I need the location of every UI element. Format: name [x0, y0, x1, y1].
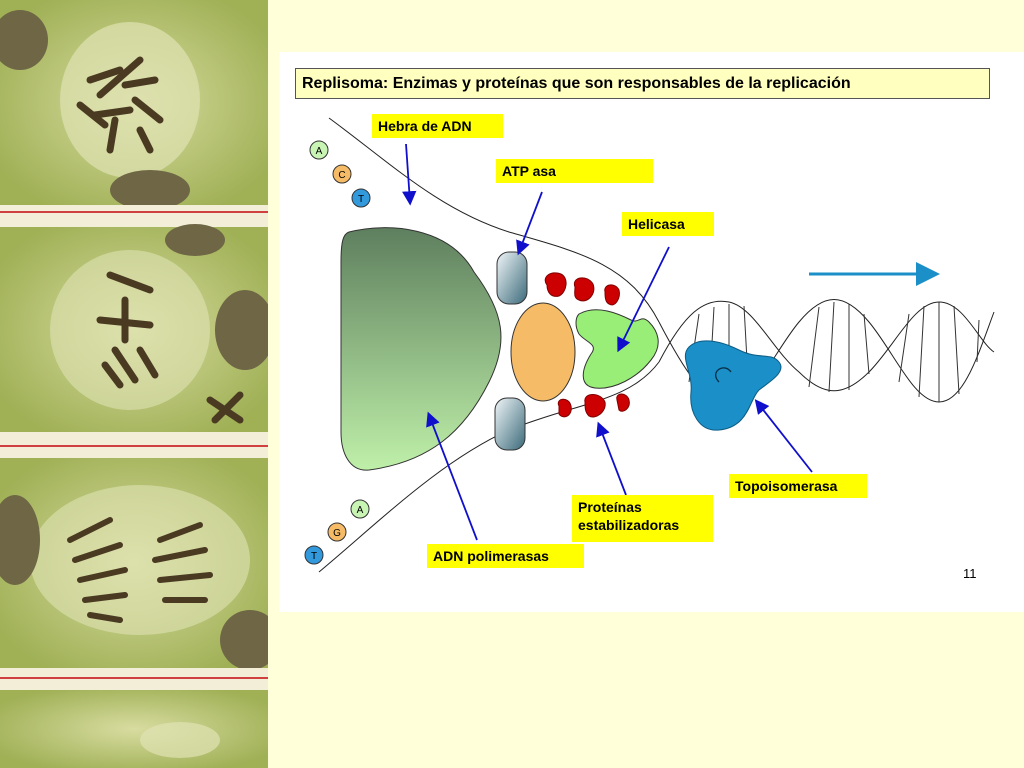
arrow-stabilizing-proteins — [596, 421, 627, 496]
label-topoisomerase: Topoisomerasa — [729, 474, 867, 498]
arrow-helicase — [617, 246, 670, 353]
label-stabilizing-proteins: Proteínas estabilizadoras — [572, 495, 713, 542]
label-stabilizing-proteins-line2: estabilizadoras — [578, 517, 680, 533]
label-dna-strand: Hebra de ADN — [372, 114, 503, 138]
slide-title: Replisoma: Enzimas y proteínas que son r… — [295, 68, 990, 99]
dna-polymerase-shape — [340, 227, 502, 471]
arrow-dna-strand — [402, 143, 417, 206]
nucleotide-bottom-3: T — [311, 551, 317, 562]
nucleotide-top-1: A — [316, 146, 323, 157]
slide-number: 11 — [963, 566, 977, 581]
topoisomerase-shape — [684, 340, 782, 431]
stabilizing-proteins — [544, 272, 630, 418]
nucleotide-bottom-2: G — [333, 528, 341, 539]
primase-oval — [510, 302, 576, 402]
nucleotide-top-3: T — [358, 194, 364, 205]
arrow-topoisomerase — [754, 399, 813, 473]
topoisomerase-rotation-icon — [715, 367, 732, 383]
replisome-diagram: A C T A G T — [304, 117, 995, 573]
arrow-atpase — [516, 191, 543, 256]
micrograph-strip — [0, 0, 268, 768]
slide-panel: Replisoma: Enzimas y proteínas que son r… — [279, 52, 1024, 612]
nucleotide-top-2: C — [338, 170, 345, 181]
nucleotide-bottom-1: A — [357, 505, 364, 516]
label-atpase: ATP asa — [496, 159, 653, 183]
nucleotides-top: A C T — [309, 140, 371, 208]
atpase-top — [496, 251, 528, 305]
arrow-dna-polymerases — [426, 411, 478, 541]
label-stabilizing-proteins-line1: Proteínas — [578, 499, 642, 515]
nucleotides-bottom: A G T — [304, 499, 370, 565]
pointer-arrows — [402, 143, 813, 541]
atpase-bottom — [494, 397, 526, 451]
label-dna-polymerases: ADN polimerasas — [427, 544, 584, 568]
top-strand — [328, 117, 660, 323]
label-helicase: Helicasa — [622, 212, 714, 236]
double-helix — [658, 299, 995, 403]
